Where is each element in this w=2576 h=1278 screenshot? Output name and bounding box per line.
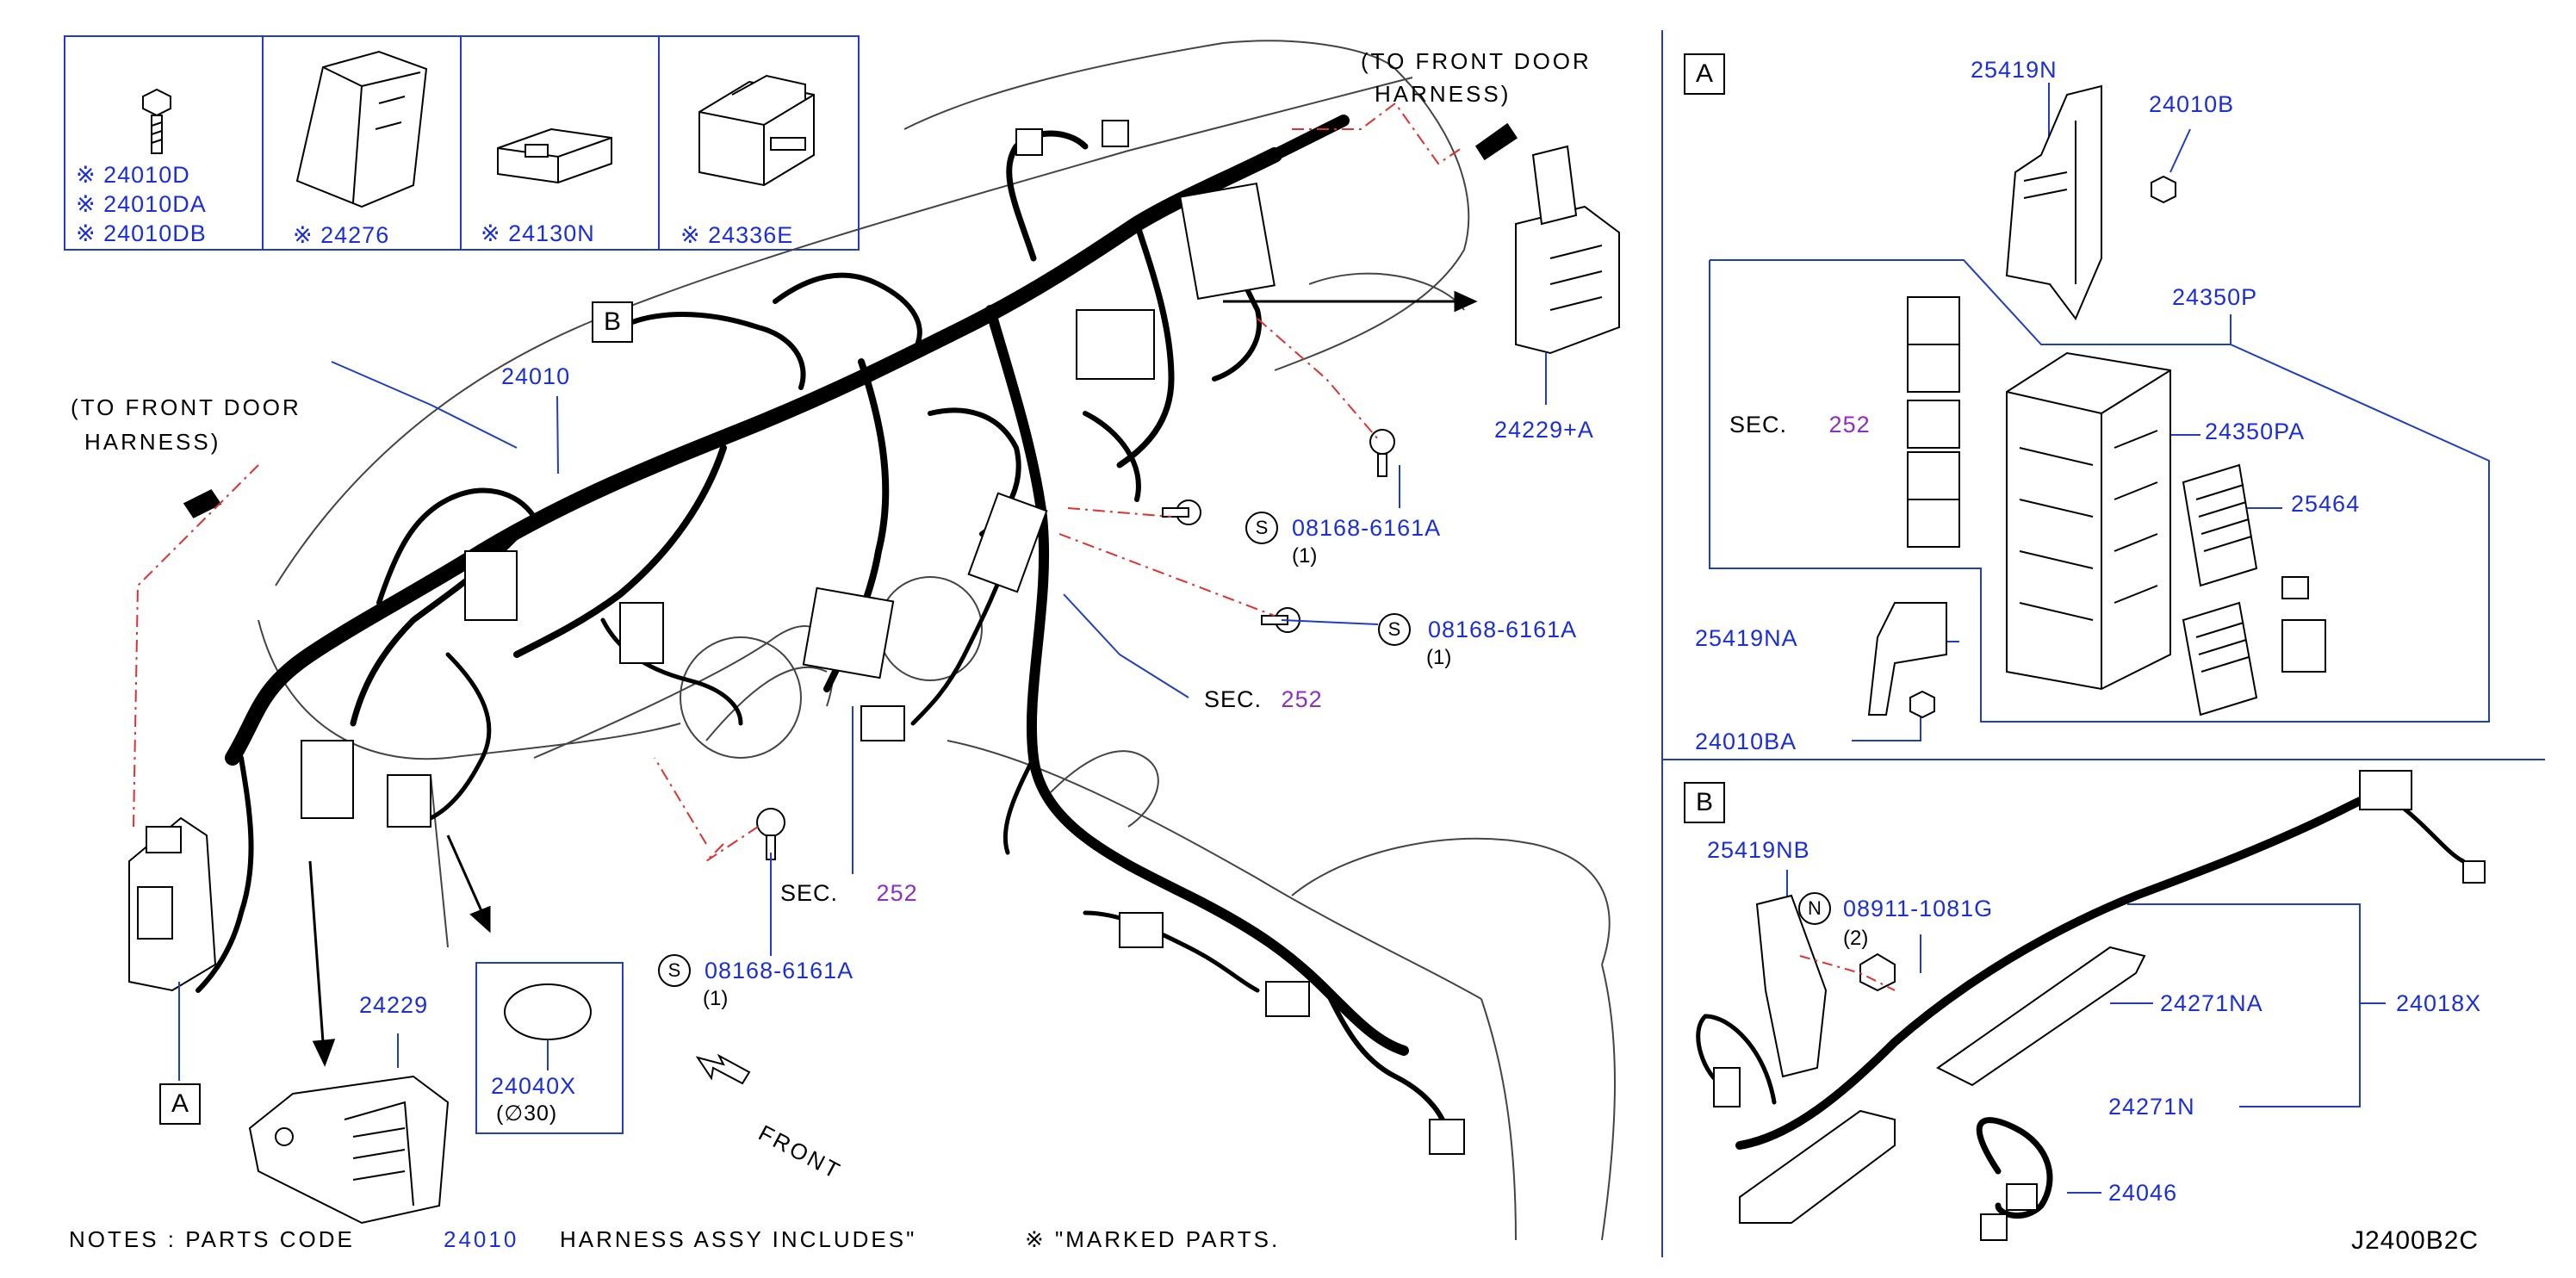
legend-code-24276: ※ 24276	[293, 222, 390, 248]
bracket-24229	[248, 1075, 450, 1225]
bracket-25419n	[2005, 84, 2102, 320]
front-arrow-icon	[695, 1053, 751, 1085]
nut-qty: (2)	[1843, 927, 1869, 950]
cover-24276-icon	[295, 50, 428, 208]
panel-b-tag: B	[1684, 782, 1725, 823]
grommet-icon	[504, 983, 592, 1040]
notes-harness-text: HARNESS ASSY INCLUDES"	[560, 1226, 917, 1252]
dashed-leaders	[133, 102, 1465, 862]
nut-24010b	[2151, 175, 2176, 204]
section-number: 252	[1828, 412, 1871, 437]
ref-box-a: A	[159, 1083, 201, 1125]
leader-lines	[178, 353, 1547, 1081]
part-label-24229: 24229	[359, 992, 429, 1018]
left-junction-block	[128, 816, 217, 992]
grommet-size: (∅30)	[496, 1101, 558, 1126]
panel-b-dashed	[1799, 955, 1896, 991]
part-label-25419na: 25419NA	[1695, 625, 1798, 651]
section-number: 252	[876, 880, 918, 906]
panel-a-tag: A	[1684, 53, 1725, 95]
part-label-24271na: 24271NA	[2160, 990, 2263, 1016]
part-label-24229a: 24229+A	[1494, 417, 1594, 443]
part-label-24010b: 24010B	[2149, 91, 2235, 117]
part-label-24046: 24046	[2108, 1180, 2178, 1206]
legend-code-24130n: ※ 24130N	[481, 220, 595, 246]
fusebox-24350pa	[2006, 351, 2171, 691]
notes-parts-code: 24010	[444, 1226, 519, 1252]
part-label-24350p: 24350P	[2172, 284, 2258, 310]
legend-box	[64, 35, 860, 251]
bolt-icon	[142, 88, 171, 154]
panel-dividers	[1661, 30, 2545, 1257]
legend-code-24010d: ※ 24010D	[76, 162, 190, 188]
nut-symbol: N	[1798, 892, 1831, 925]
part-label-24018x: 24018X	[2396, 990, 2482, 1016]
to-front-door-top-line2: HARNESS)	[1375, 81, 1511, 107]
part-label-24271n: 24271N	[2108, 1094, 2195, 1120]
legend-code-24336e: ※ 24336E	[680, 222, 794, 248]
section-word: SEC.	[1729, 412, 1788, 437]
part-label-24010: 24010	[501, 363, 571, 389]
part-label-25464: 25464	[2291, 491, 2361, 517]
relay-24336e-icon	[698, 74, 815, 187]
to-front-door-top-line1: (TO FRONT DOOR	[1361, 48, 1592, 74]
relays-panel-a	[1907, 296, 1960, 548]
harness-connectors	[301, 120, 1465, 1155]
part-label-24040x: 24040X	[491, 1073, 577, 1099]
dashboard-outline	[258, 40, 1616, 1241]
notes-label: NOTES : PARTS CODE	[69, 1226, 355, 1252]
screw-symbol-1: S	[1245, 512, 1278, 544]
screw-code-3: 08168-6161A	[705, 958, 854, 983]
fuses-25464	[2182, 463, 2326, 717]
connector-24130n-icon	[497, 127, 612, 184]
fuse-unit-24229a	[1515, 145, 1620, 355]
arrows	[183, 122, 1518, 1067]
screw-qty-2: (1)	[1426, 646, 1452, 669]
panel-a-section-ref[interactable]: SEC. 252	[1729, 412, 1871, 437]
notes-marked-parts: ※ "MARKED PARTS.	[1025, 1226, 1281, 1252]
screw-code-1: 08168-6161A	[1292, 515, 1442, 541]
screw-code-2: 08168-6161A	[1428, 617, 1578, 642]
ref-box-b: B	[592, 301, 633, 343]
grommet-box	[475, 962, 624, 1134]
diagram-id: J2400B2C	[2351, 1226, 2480, 1255]
screw-symbol-3: S	[658, 954, 691, 987]
panel-b-leaders	[1786, 870, 2386, 1194]
part-label-24350pa: 24350PA	[2205, 419, 2306, 444]
screw-qty-1: (1)	[1292, 544, 1318, 568]
panel-b-parts	[1713, 770, 2486, 1241]
bracket-25419na	[1867, 602, 1947, 716]
nut-code: 08911-1081G	[1843, 896, 1994, 921]
section-ref-label-1[interactable]: SEC. 252	[1204, 686, 1323, 712]
section-word: SEC.	[1204, 686, 1263, 712]
part-label-24010ba: 24010BA	[1695, 729, 1797, 754]
section-ref-label-2[interactable]: SEC. 252	[780, 880, 918, 906]
to-front-door-left-line1: (TO FRONT DOOR	[71, 394, 301, 420]
part-label-25419nb: 25419NB	[1707, 837, 1810, 863]
part-label-25419n: 25419N	[1971, 57, 2058, 83]
legend-code-24010da: ※ 24010DA	[76, 191, 207, 217]
section-word: SEC.	[780, 880, 839, 906]
screw-qty-3: (1)	[703, 987, 729, 1010]
nut-24010ba	[1909, 690, 1935, 719]
section-number: 252	[1281, 686, 1323, 712]
to-front-door-left-line2: HARNESS)	[84, 429, 221, 455]
legend-code-24010db: ※ 24010DB	[76, 220, 207, 246]
screw-symbol-2: S	[1378, 613, 1411, 646]
